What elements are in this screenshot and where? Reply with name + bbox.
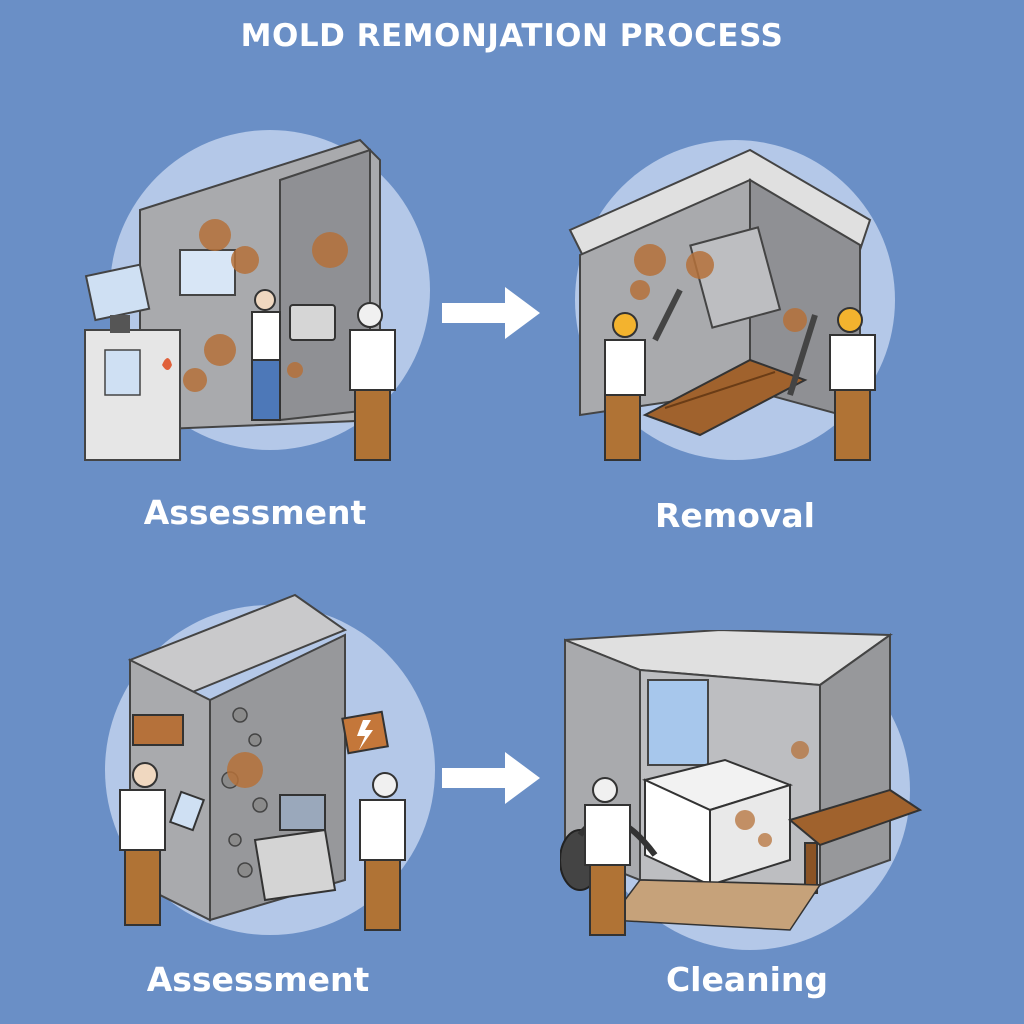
removal-scene-illustration — [568, 140, 895, 461]
right-arrow-icon — [442, 752, 540, 804]
step-label-assessment-2: Assessment — [146, 960, 370, 999]
step-label-cleaning: Cleaning — [665, 960, 829, 999]
assessment-scene-illustration — [84, 130, 430, 461]
step-label-assessment-1: Assessment — [143, 493, 367, 532]
step-panel-cleaning — [560, 630, 930, 990]
right-arrow-icon — [442, 287, 540, 339]
step-panel-removal — [560, 140, 930, 500]
cleaning-scene-illustration — [560, 630, 923, 950]
step-panel-assessment-2 — [95, 590, 465, 950]
page-title: MOLD REMONJATION PROCESS — [240, 18, 784, 54]
assessment-scene-illustration-2 — [105, 593, 435, 935]
step-panel-assessment-1 — [80, 120, 450, 480]
step-label-removal: Removal — [655, 496, 815, 535]
